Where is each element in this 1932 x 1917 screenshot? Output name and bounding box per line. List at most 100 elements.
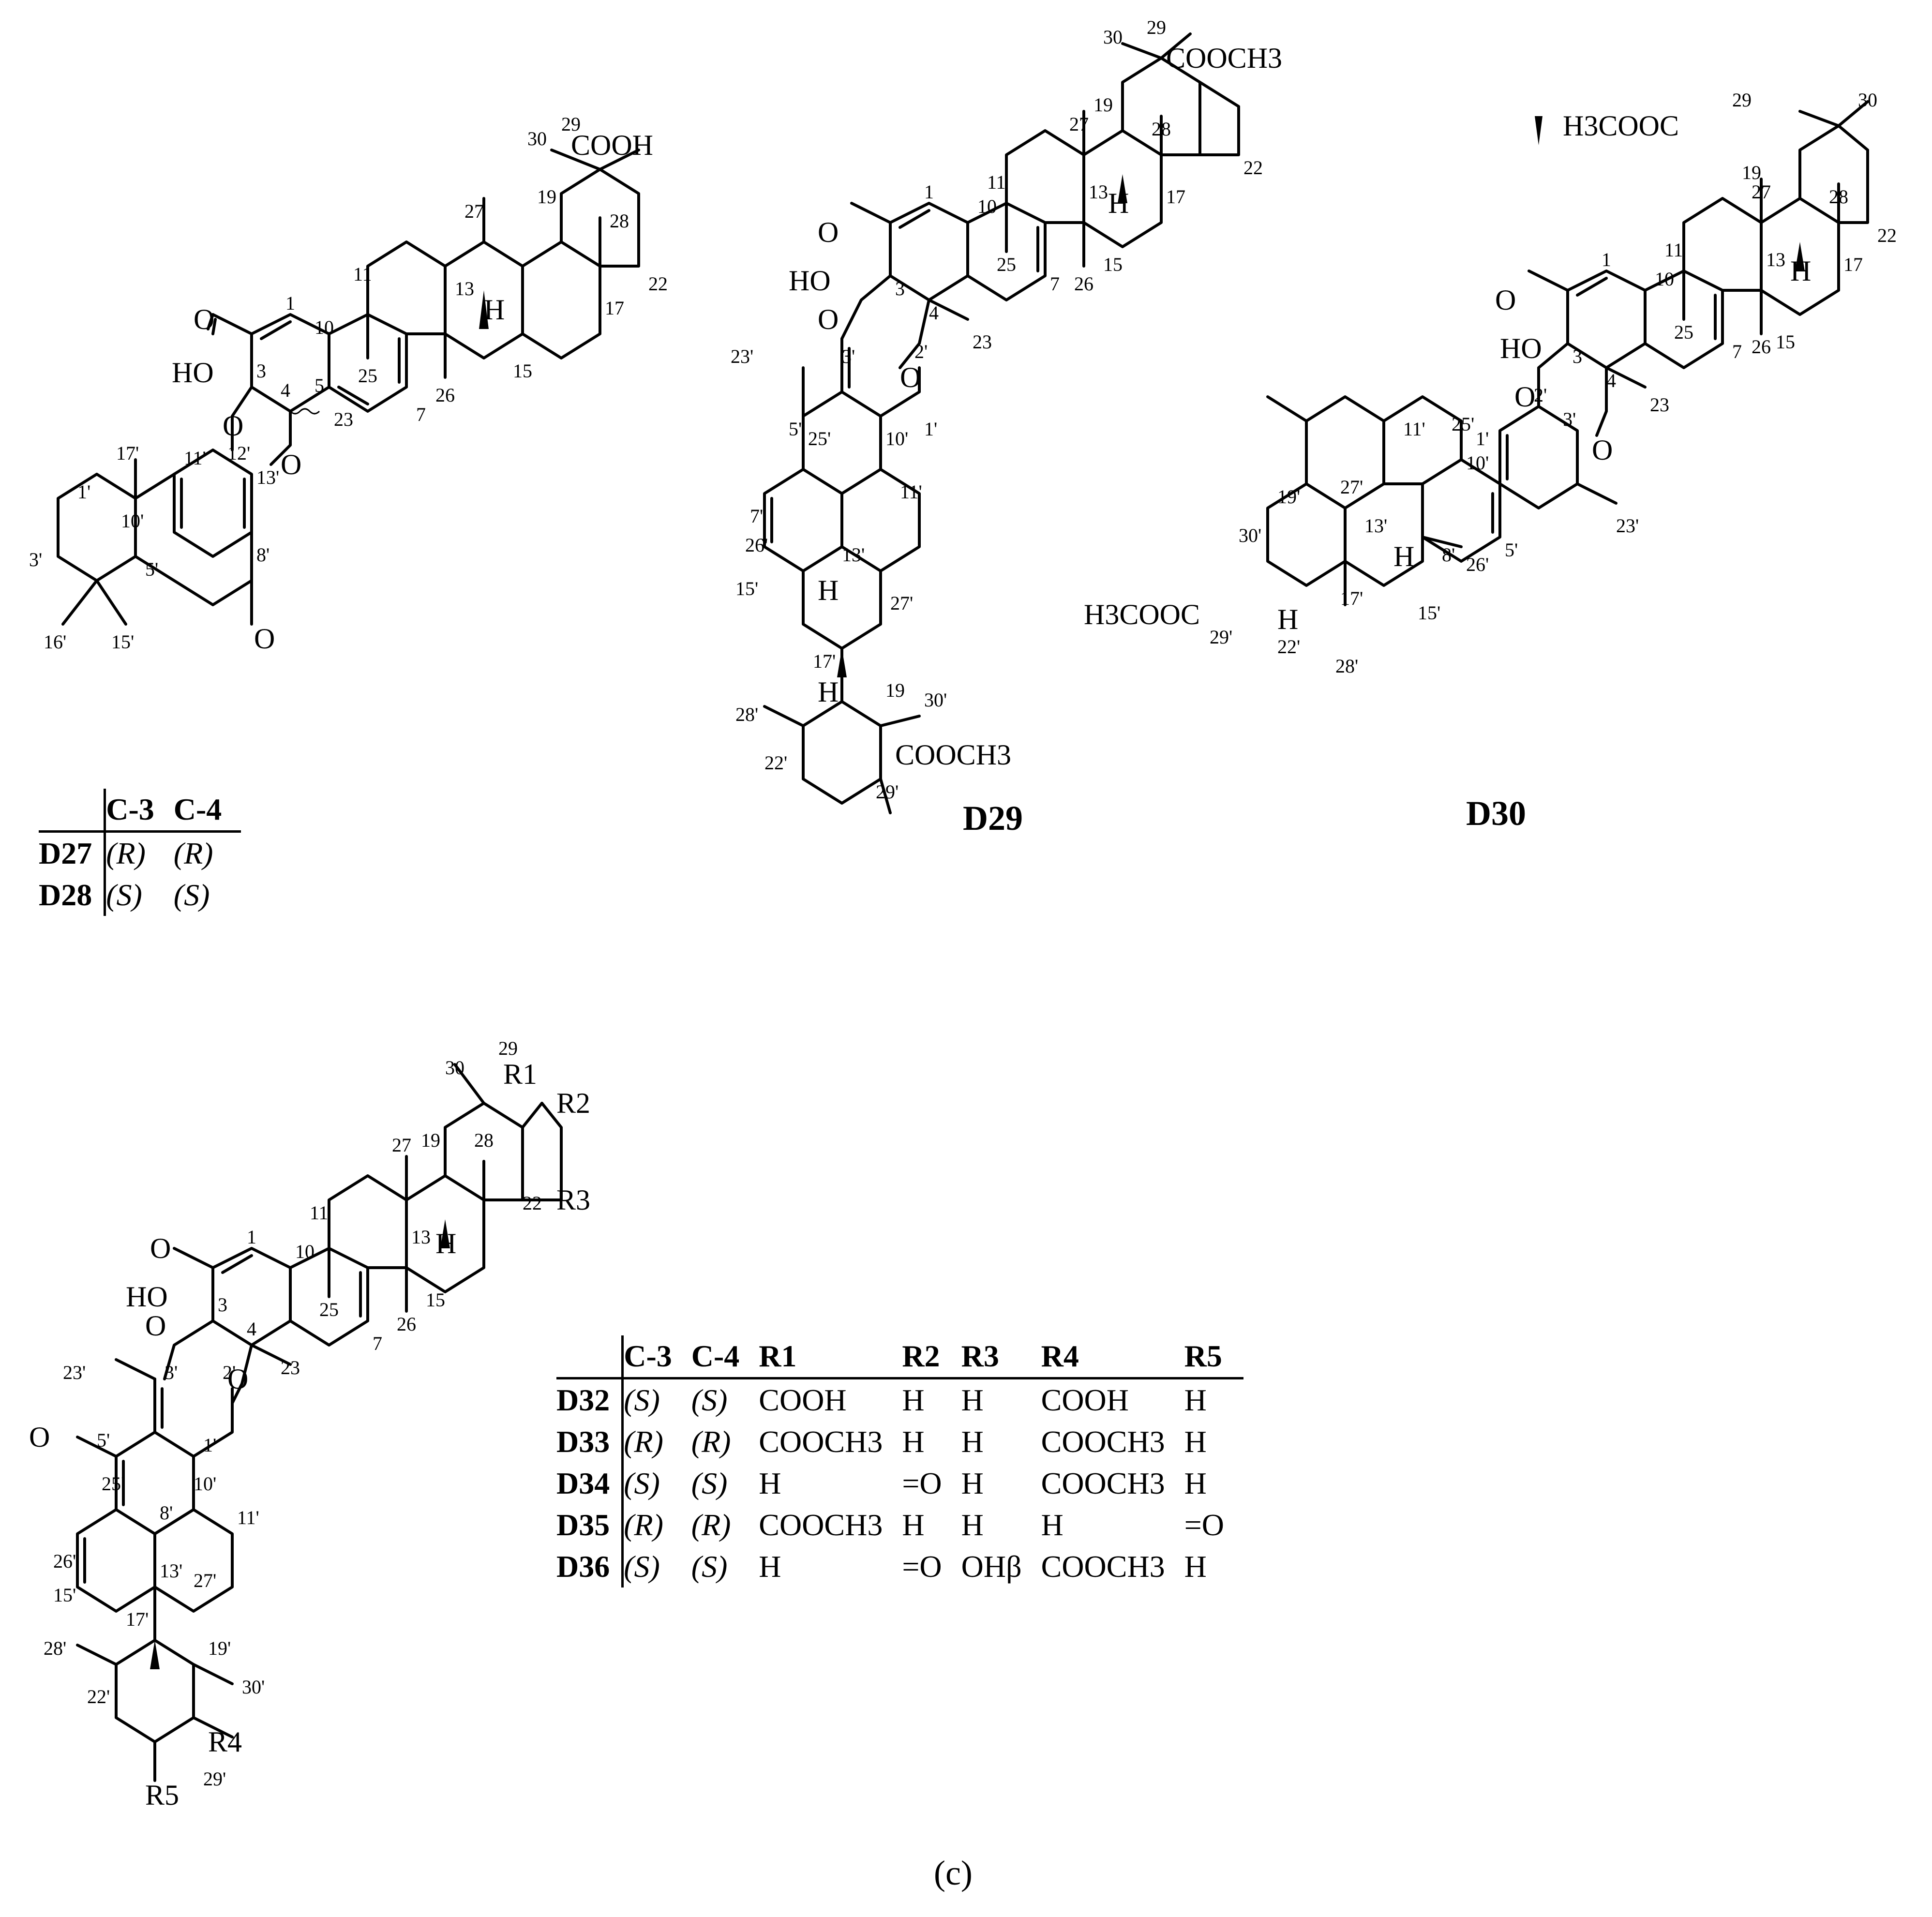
table-cell: COOCH3	[1041, 1549, 1165, 1584]
table-row: D34 (S) (S) H =O H COOCH3 H	[556, 1463, 1243, 1504]
atom-label: R1	[503, 1058, 537, 1090]
atom-label: O	[900, 361, 921, 393]
locant-label: 27'	[194, 1570, 216, 1591]
locant-label: 29'	[1210, 626, 1232, 648]
locant-label: 15'	[53, 1584, 76, 1606]
locant-label: 23	[973, 331, 992, 353]
locant-label: 11	[353, 263, 372, 285]
table-cell: H	[1184, 1424, 1207, 1459]
locant-label: 12'	[227, 442, 250, 464]
locant-label: 22'	[764, 752, 787, 774]
table-cell: H	[1184, 1383, 1207, 1417]
locant-label: 29	[1147, 16, 1166, 38]
locant-label: 3'	[842, 345, 855, 367]
locant-label: 19	[421, 1129, 440, 1151]
locant-label: 4	[1606, 370, 1616, 391]
locant-label: 8'	[256, 544, 270, 566]
table-cell: H	[1184, 1549, 1207, 1584]
atom-o-ether: O	[223, 410, 243, 442]
locant-label: 27	[464, 200, 484, 222]
table-cell: =O	[902, 1549, 942, 1584]
locant-label: 3	[256, 360, 266, 382]
locant-label: 28'	[735, 704, 758, 725]
table-cell: COOCH3	[759, 1424, 883, 1459]
table-cell: COOH	[759, 1383, 847, 1417]
locant-label: 2'	[1534, 384, 1547, 406]
table-cell: (R)	[173, 836, 213, 870]
locant-label: 3'	[165, 1362, 178, 1383]
atom-label: O	[1514, 381, 1535, 413]
table-cell: H	[902, 1424, 925, 1459]
table-cell: COOCH3	[759, 1508, 883, 1542]
group-cooch3-top: COOCH3	[1166, 42, 1282, 74]
table-header-cell: C-3	[105, 789, 174, 833]
table-cell: H	[902, 1383, 925, 1417]
locant-label: 11'	[184, 447, 206, 469]
atom-label: R5	[145, 1779, 179, 1811]
locant-label: 3'	[1563, 408, 1576, 430]
table-header-cell	[39, 789, 106, 833]
table-cell: (R)	[691, 1508, 731, 1542]
table-cell: H	[961, 1424, 984, 1459]
table-cell: (S)	[691, 1463, 759, 1504]
locant-label: 28'	[1335, 655, 1358, 677]
locant-label: 19'	[1277, 486, 1300, 508]
table-cell: (S)	[106, 878, 142, 912]
locant-label: 25'	[1452, 413, 1474, 435]
locant-label: 11	[310, 1202, 329, 1224]
locant-label: 1'	[77, 481, 90, 503]
locant-label: 27	[1069, 113, 1089, 135]
table-cell: (S)	[691, 1383, 728, 1417]
group-h3cooc-top: H3COOC	[1563, 110, 1679, 142]
table-row: D33 (R) (R) COOCH3 H H COOCH3 H	[556, 1421, 1243, 1463]
table-row: D36 (S) (S) H =O OHβ COOCH3 H	[556, 1546, 1243, 1588]
label-d29: D29	[963, 799, 1023, 838]
table-cell: (S)	[624, 1466, 660, 1500]
locant-label: 8'	[160, 1502, 173, 1524]
locant-label: 10'	[121, 510, 144, 532]
locant-label: 10'	[194, 1473, 216, 1495]
locant-label: 16'	[44, 631, 66, 653]
locant-label: 13	[1766, 249, 1785, 270]
locant-label: 23'	[63, 1362, 86, 1383]
table-cell: (S)	[623, 1463, 691, 1504]
locant-label: 15'	[111, 631, 134, 653]
locant-label: 22	[523, 1192, 542, 1214]
locant-label: 27'	[890, 592, 913, 614]
locant-label: 22	[648, 273, 668, 295]
locant-label: 5'	[1505, 539, 1518, 561]
locant-label: 8'	[1442, 544, 1455, 566]
table-cell: (S)	[623, 1378, 691, 1422]
locant-label: 19	[1093, 94, 1113, 116]
locant-label: 15'	[735, 578, 758, 599]
locant-label: 19	[885, 679, 905, 701]
table-cell: D35	[556, 1504, 624, 1546]
locant-label: 2'	[223, 1362, 236, 1383]
locant-label: 30'	[242, 1676, 265, 1698]
group-ho: HO	[126, 1281, 168, 1313]
locant-label: 17	[605, 297, 624, 319]
locant-label: 22'	[87, 1686, 110, 1707]
atom-label: H	[1393, 540, 1414, 572]
locant-label: 5'	[97, 1429, 110, 1451]
locant-label: 5'	[789, 418, 802, 440]
locant-label: 26'	[53, 1550, 76, 1572]
table-header-cell: C-4	[691, 1335, 759, 1379]
locant-label: 26	[397, 1313, 416, 1335]
table-cell: H	[1041, 1508, 1063, 1542]
group-h3cooc-bottom: H3COOC	[1084, 599, 1200, 630]
locant-label: 27	[1752, 181, 1771, 203]
locant-label: 27'	[1340, 476, 1363, 498]
table-cell: OHβ	[961, 1549, 1022, 1584]
table-cell: (R)	[174, 832, 241, 875]
locant-label: 3'	[29, 549, 42, 570]
locant-label: 1'	[1476, 428, 1489, 449]
table-cell: D34	[556, 1463, 624, 1504]
atom-label: R2	[556, 1087, 590, 1119]
table-cell: COOCH3	[1041, 1466, 1165, 1500]
locant-label: 13'	[1364, 515, 1387, 537]
locant-label: 22	[1877, 225, 1897, 246]
locant-label: 7	[373, 1333, 382, 1354]
locant-label: 15	[513, 360, 532, 382]
locant-label: 3	[895, 278, 905, 300]
